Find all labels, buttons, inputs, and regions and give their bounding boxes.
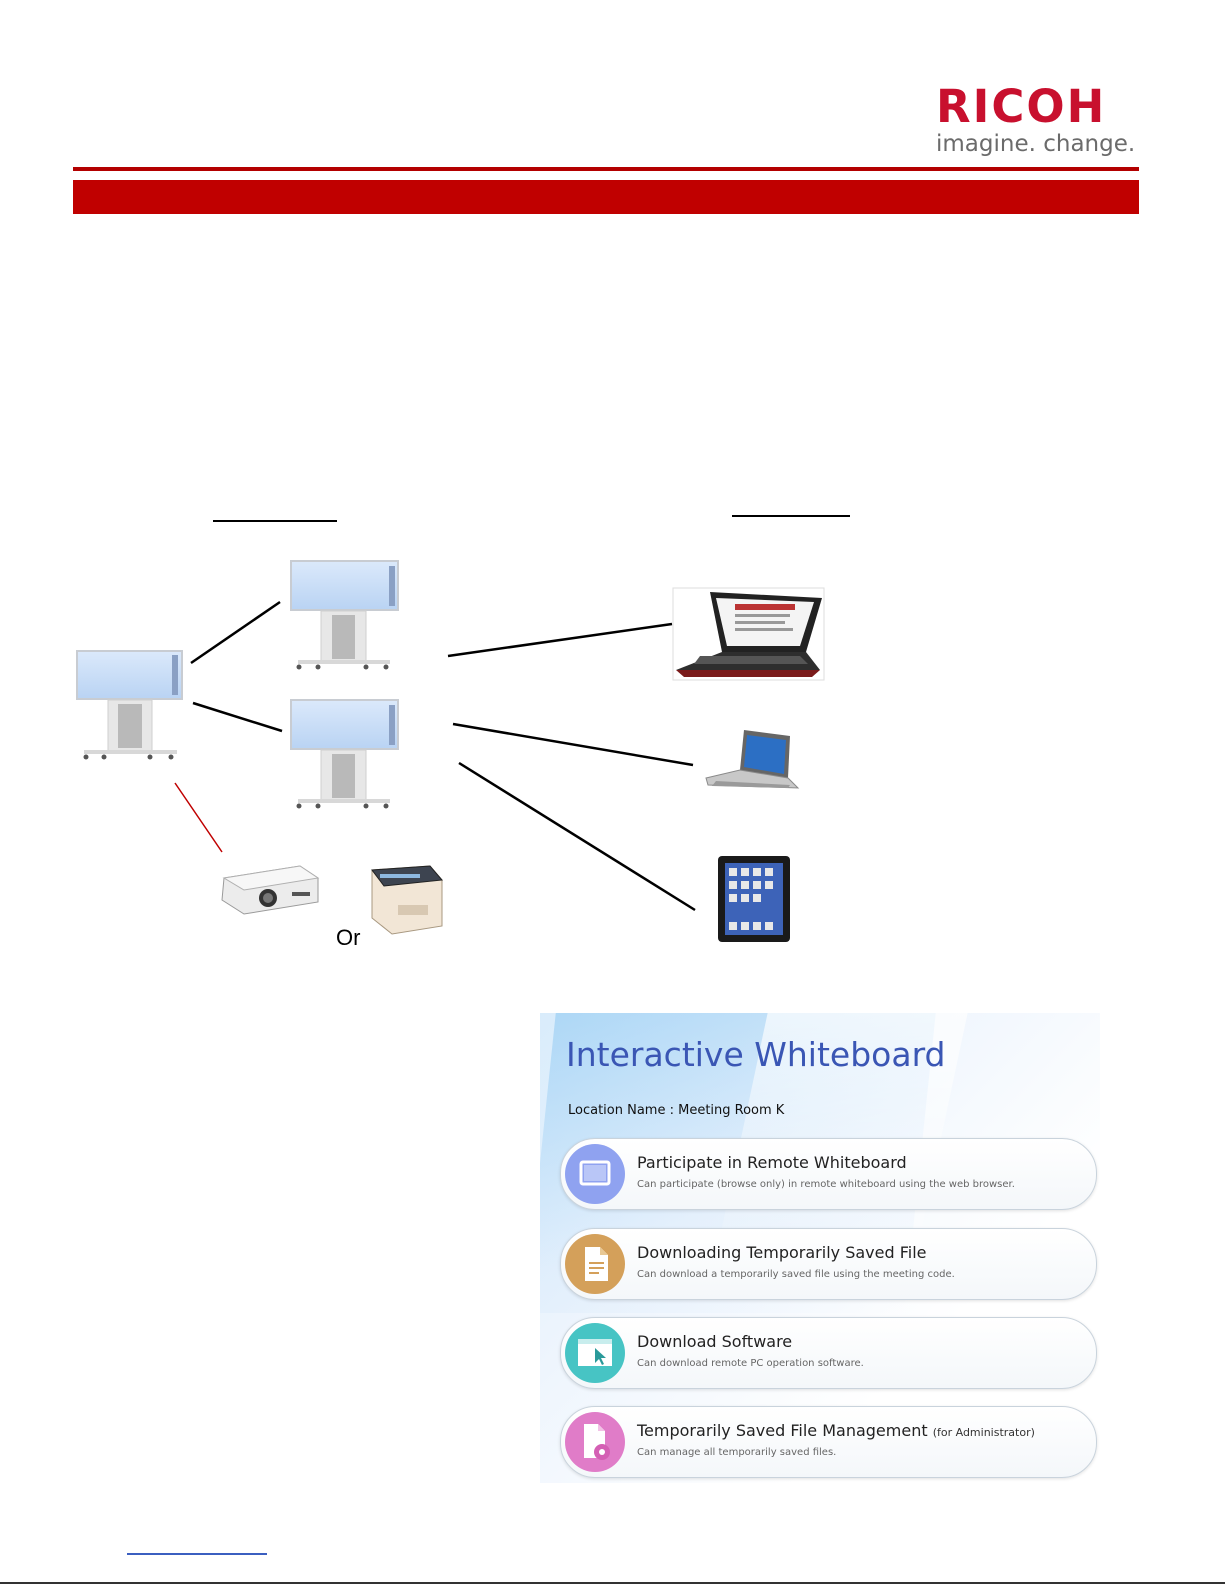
menu-participate-remote-whiteboard[interactable]: Participate in Remote Whiteboard Can par… (560, 1138, 1097, 1210)
printer-icon (371, 865, 444, 935)
network-diagram (76, 515, 850, 942)
menu-description: Can download remote PC operation softwar… (637, 1358, 864, 1369)
logo-tagline: imagine. change. (936, 131, 1136, 157)
link-board-to-laptop2 (452, 722, 694, 767)
footer-link-underline[interactable] (127, 1553, 267, 1555)
tablet-icon (718, 856, 790, 942)
menu-download-saved-file[interactable]: Downloading Temporarily Saved File Can d… (560, 1228, 1097, 1300)
header-band (73, 180, 1139, 214)
menu-title: Temporarily Saved File Management (for A… (637, 1421, 1035, 1440)
link-main-to-output (174, 782, 223, 853)
ricoh-logo: RICOH imagine. change. (936, 84, 1136, 159)
menu-download-software[interactable]: Download Software Can download remote PC… (560, 1317, 1097, 1389)
link-board-to-laptop1 (447, 622, 673, 658)
laptop-large-icon (672, 587, 825, 681)
footer-rule (0, 1582, 1225, 1584)
whiteboard-mid-icon (290, 699, 399, 809)
or-label: Or (336, 925, 361, 950)
menu-note: (for Administrator) (932, 1426, 1035, 1439)
link-main-to-board-top (190, 600, 281, 665)
logo-brand-text: RICOH (936, 80, 1107, 133)
projector-icon (221, 865, 320, 915)
document-icon (565, 1234, 625, 1294)
menu-description: Can participate (browse only) in remote … (637, 1179, 1015, 1190)
file-gear-icon (565, 1412, 625, 1472)
menu-saved-file-management[interactable]: Temporarily Saved File Management (for A… (560, 1406, 1097, 1478)
window-cursor-icon (565, 1323, 625, 1383)
menu-description: Can manage all temporarily saved files. (637, 1447, 837, 1458)
link-board-to-tablet (458, 761, 696, 912)
whiteboard-icon (565, 1144, 625, 1204)
whiteboard-portal: Interactive Whiteboard Location Name : M… (540, 1013, 1100, 1483)
menu-title: Downloading Temporarily Saved File (637, 1243, 927, 1262)
portal-title: Interactive Whiteboard (566, 1035, 946, 1074)
laptop-small-icon (705, 730, 800, 789)
menu-description: Can download a temporarily saved file us… (637, 1269, 955, 1280)
link-main-to-board-mid (192, 701, 283, 733)
portal-location: Location Name : Meeting Room K (568, 1103, 785, 1118)
menu-title: Download Software (637, 1332, 793, 1351)
header-rule (73, 167, 1139, 171)
whiteboard-main-icon (76, 650, 183, 760)
whiteboard-top-icon (290, 560, 399, 670)
menu-title: Participate in Remote Whiteboard (637, 1153, 907, 1172)
